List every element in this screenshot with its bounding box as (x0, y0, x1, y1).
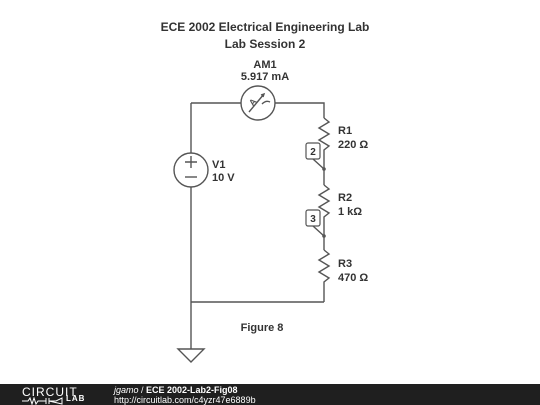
wire-top-right (275, 102, 325, 118)
footer-credit: jgamo / ECE 2002-Lab2-Fig08 (114, 385, 238, 395)
circuitlab-logo[interactable]: CIRCUIT LAB (22, 385, 92, 405)
schematic-name-link[interactable]: ECE 2002-Lab2-Fig08 (146, 385, 238, 395)
resistor-r1 (317, 117, 331, 185)
r2-value: 1 kΩ (338, 206, 363, 218)
ammeter-am1 (240, 85, 276, 121)
ground-symbol (176, 348, 206, 363)
figure-label: Figure 8 (240, 322, 284, 334)
source-value: 10 V (212, 172, 235, 184)
r2-name: R2 (338, 192, 353, 204)
logo-wire-icon (22, 397, 63, 405)
node-marker-3 (305, 209, 326, 238)
ammeter-reading: 5.917 mA (240, 71, 290, 83)
schematic-url-link[interactable]: http://circuitlab.com/c4yzr47e6889b (114, 395, 256, 405)
author-link[interactable]: jgamo (114, 385, 139, 395)
footer-bar: CIRCUIT LAB jgamo / ECE 2002-Lab2-Fig08 … (0, 384, 540, 405)
svg-text:A: A (247, 96, 259, 108)
schematic-title: ECE 2002 Electrical Engineering Lab (160, 20, 370, 34)
ammeter-name: AM1 (253, 59, 277, 71)
resistor-r3 (317, 249, 331, 302)
resistor-r2 (317, 184, 331, 250)
node-label-2: 2 (310, 147, 316, 158)
r3-name: R3 (338, 258, 353, 270)
node-marker-2 (305, 142, 326, 171)
voltage-source-v1 (173, 152, 209, 188)
r1-name: R1 (338, 125, 353, 137)
footer-separator: / (138, 385, 147, 395)
logo-text-bottom: LAB (66, 394, 86, 403)
schematic-subtitle: Lab Session 2 (224, 37, 306, 51)
logo-text-top: CIRCUIT (22, 385, 78, 399)
r1-value: 220 Ω (338, 139, 369, 151)
node-label-3: 3 (310, 214, 316, 225)
r3-value: 470 Ω (338, 272, 369, 284)
circuit-schematic: A 2 3 (173, 85, 331, 363)
source-name: V1 (212, 159, 226, 171)
